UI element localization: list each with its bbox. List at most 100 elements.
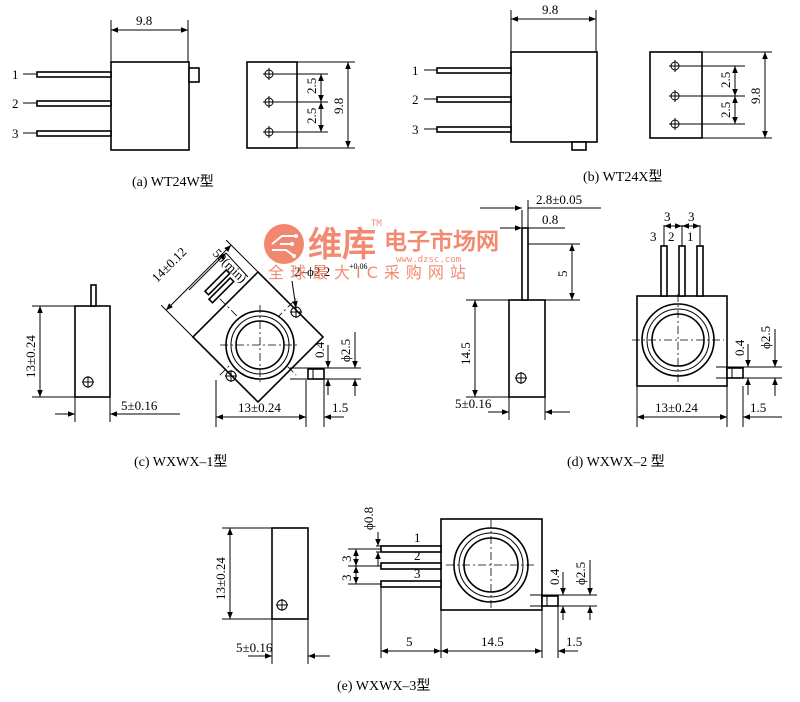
- fig-c-hole-label: 2–ϕ2.2: [294, 264, 330, 279]
- fig-d-side-view: 2.8±0.05 0.8 5 14.5 5±0.16: [455, 192, 601, 420]
- fig-d-side-body: [508, 299, 546, 398]
- fig-d-shaft: [726, 367, 744, 379]
- fig-c-shaft: [307, 368, 325, 380]
- fig-b-caption: (b) WT24X型: [583, 169, 662, 185]
- fig-a-bottom-view: 2.5 2.5 9.8: [246, 61, 355, 149]
- fig-a-pin-label-1: 1: [12, 67, 19, 82]
- fig-c-hole-tol-label: +0.06: [349, 262, 368, 271]
- fig-c-body-label: 13±0.24: [238, 400, 281, 415]
- fig-e-pin-label-2: 2: [414, 548, 421, 563]
- fig-c-depth-label: 5±0.16: [121, 398, 158, 413]
- fig-b-pin-2: [436, 96, 512, 103]
- figure-d: 2.8±0.05 0.8 5 14.5 5±0.16 3 2: [455, 192, 782, 470]
- fig-e-offset-label: 0.4: [547, 568, 562, 585]
- fig-b-body: [510, 51, 598, 143]
- fig-d-shaft-label: ϕ2.5: [758, 326, 773, 349]
- fig-d-pin-3: [660, 245, 668, 297]
- fig-e-shaft: [541, 595, 559, 607]
- fig-e-body-label: 14.5: [481, 634, 504, 649]
- fig-d-pin-width-label: 2.8±0.05: [536, 192, 582, 207]
- fig-a-caption: (a) WT24W型: [132, 174, 214, 190]
- fig-d-side-pin: [521, 227, 529, 301]
- fig-a-width-label: 9.8: [136, 13, 152, 28]
- fig-b-width-label: 9.8: [542, 2, 558, 17]
- fig-d-pin-1: [696, 245, 704, 297]
- fig-a-pin-label-3: 3: [12, 126, 19, 141]
- fig-a-pin-2: [36, 100, 112, 107]
- fig-b-pitch-label-2: 2.5: [718, 102, 733, 118]
- fig-a-pitch-label-2: 2.5: [304, 108, 319, 124]
- watermark-brand: 维库: [308, 225, 376, 265]
- fig-c-offset-label: 0.4: [312, 341, 327, 358]
- fig-e-pin-2: [380, 562, 442, 570]
- fig-d-pin-thickness-label: 0.8: [542, 212, 558, 227]
- fig-e-height-label: 13±0.24: [213, 557, 228, 600]
- fig-e-pitch-label-1: 3: [339, 556, 354, 563]
- fig-c-side-pin: [90, 284, 97, 307]
- fig-e-front-view: 1 2 3 ϕ0.8 3 3 0.4: [339, 507, 597, 658]
- fig-d-depth-label: 5±0.16: [455, 396, 492, 411]
- fig-d-pin-length-label: 5: [555, 271, 570, 278]
- fig-a-body: [110, 61, 190, 151]
- fig-e-side-label: 1.5: [566, 634, 582, 649]
- watermark-tm: TM: [371, 219, 382, 229]
- fig-d-height-label: 14.5: [458, 342, 473, 365]
- fig-a-side-view: 9.8 1 2 3: [12, 13, 200, 151]
- figure-c: 13±0.24 5±0.16 14±0.12 50(min): [23, 239, 368, 470]
- fig-d-pin-label-2: 2: [668, 229, 675, 244]
- fig-c-diag-label: 14±0.12: [149, 244, 190, 285]
- fig-c-shaft-label: ϕ2.5: [338, 339, 353, 362]
- fig-b-bottom-body: [649, 51, 703, 139]
- fig-a-pin-3: [36, 130, 112, 137]
- fig-d-pin-label-3: 3: [650, 229, 657, 244]
- fig-b-pin-1: [436, 67, 512, 74]
- fig-d-caption: (d) WXWX–2 型: [567, 454, 665, 470]
- fig-e-side-body: [271, 527, 309, 620]
- watermark: 维库 TM 电子市场网 www.dzsc.com 全球最大IC采购网站: [264, 219, 499, 282]
- watermark-tagline: 全球最大IC采购网站: [268, 263, 472, 282]
- figure-a: 9.8 1 2 3 2.5 2.5: [12, 13, 355, 190]
- fig-b-adjust-screw: [571, 141, 587, 151]
- fig-e-lead-label: 5: [406, 634, 413, 649]
- fig-b-pitch-label-1: 2.5: [718, 72, 733, 88]
- figure-b: 9.8 1 2 3 2.5 2.5: [412, 2, 772, 185]
- fig-c-side-view: 13±0.24 5±0.16: [23, 284, 180, 422]
- watermark-url: www.dzsc.com: [396, 255, 461, 265]
- fig-e-depth-label: 5±0.16: [236, 640, 273, 655]
- watermark-subtitle: 电子市场网: [384, 228, 499, 255]
- fig-d-body-label: 13±0.24: [655, 400, 698, 415]
- fig-e-pin-label-1: 1: [414, 530, 421, 545]
- figure-e: 13±0.24 5±0.16 1 2 3 ϕ0.8 3: [213, 507, 597, 694]
- fig-a-adjust-screw: [188, 67, 200, 83]
- fig-e-caption: (e) WXWX–3型: [337, 678, 430, 694]
- fig-b-side-view: 9.8 1 2 3: [412, 2, 598, 151]
- fig-e-shaft-label: ϕ2.5: [573, 562, 588, 585]
- fig-b-bottom-view: 2.5 2.5 9.8: [649, 51, 772, 139]
- fig-d-pitch-label-2: 3: [688, 209, 695, 224]
- fig-a-height-label: 9.8: [331, 98, 346, 114]
- watermark-logo-icon: [264, 224, 304, 264]
- fig-b-pin-3: [436, 126, 512, 133]
- fig-d-pin-2: [678, 245, 686, 297]
- fig-e-pin-1: [380, 545, 442, 553]
- fig-b-height-label: 9.8: [748, 88, 763, 104]
- fig-d-front-view: 3 2 1 3 3 0.4 ϕ2.5: [632, 209, 782, 427]
- fig-a-pin-1: [36, 71, 112, 78]
- fig-d-side-label: 1.5: [750, 400, 766, 415]
- fig-b-pin-label-1: 1: [412, 63, 419, 78]
- fig-e-pin-diameter-label: ϕ0.8: [361, 507, 376, 530]
- fig-a-pin-label-2: 2: [12, 96, 19, 111]
- fig-b-pin-label-3: 3: [412, 122, 419, 137]
- fig-d-pin-label-1: 1: [687, 229, 694, 244]
- fig-c-height-label: 13±0.24: [23, 335, 38, 378]
- fig-e-pitch-label-2: 3: [339, 575, 354, 582]
- fig-e-pin-label-3: 3: [414, 566, 421, 581]
- fig-c-front-view: 14±0.12 50(min) 2–ϕ2.2 +0.06 0.4: [149, 239, 368, 427]
- fig-b-pin-label-2: 2: [412, 92, 419, 107]
- fig-c-side-label: 1.5: [332, 400, 348, 415]
- fig-d-offset-label: 0.4: [732, 339, 747, 356]
- fig-c-caption: (c) WXWX–1型: [134, 454, 227, 470]
- fig-a-pitch-label-1: 2.5: [304, 78, 319, 94]
